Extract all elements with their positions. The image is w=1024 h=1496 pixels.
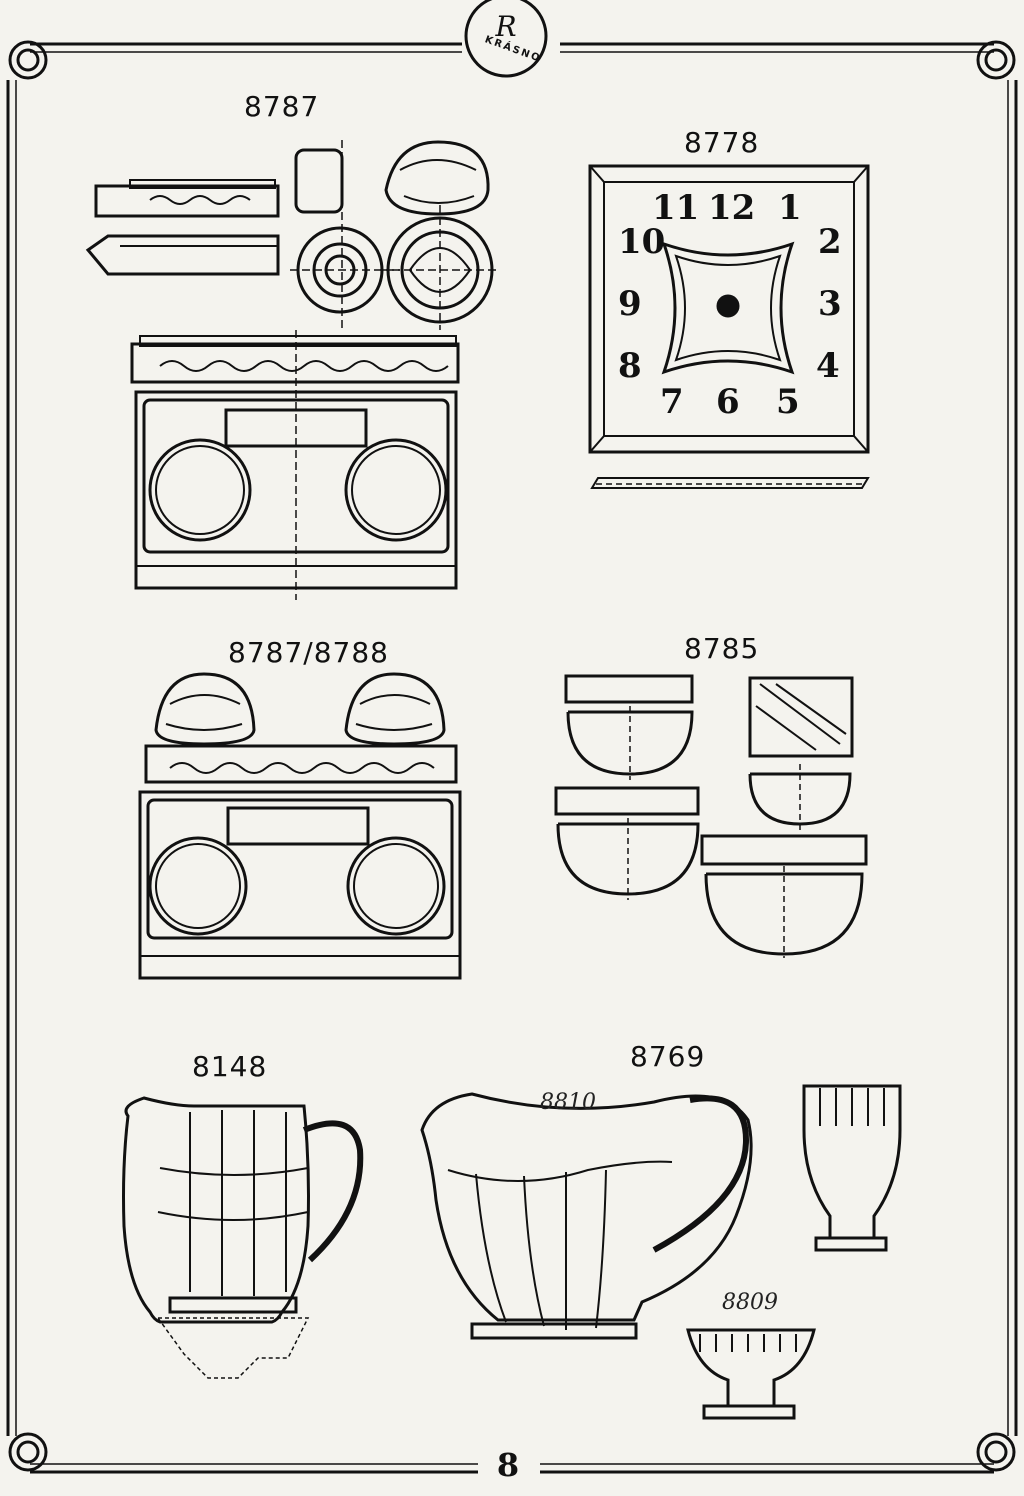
clock-numeral: 1 [778,188,802,228]
page-frame [6,40,1018,1474]
clock-numeral: 7 [660,382,684,422]
item-8778-drawing [588,164,870,489]
item-label-8787-8788: 8787/8788 [228,636,389,669]
item-label-8778: 8778 [684,126,760,159]
page-number: 8 [480,1446,536,1484]
item-label-8785: 8785 [684,632,760,665]
goblet-drawing [802,1084,902,1252]
krasno-logo [464,0,548,78]
bowl-8809-drawing [686,1328,816,1420]
clock-numeral: 8 [618,346,642,386]
clock-numeral: 10 [618,222,666,262]
clock-numeral: 4 [816,346,840,386]
item-8785-drawing [554,674,868,958]
item-8787-drawing [85,140,498,600]
handwritten-note-8810: 8810 [540,1090,596,1115]
item-8787-8788-drawing [138,672,462,980]
handwritten-note-8809: 8809 [722,1290,778,1315]
item-8148-drawing [122,1096,364,1379]
item-label-8787: 8787 [244,90,320,123]
clock-numeral: 6 [716,382,740,422]
item-label-8148: 8148 [192,1050,268,1083]
item-8769-drawing [420,1092,753,1340]
clock-numeral: 5 [776,382,800,422]
clock-numeral: 12 [708,188,756,228]
clock-numeral: 11 [652,188,700,228]
clock-numeral: 2 [818,222,842,262]
clock-numeral: 3 [818,284,842,324]
item-label-8769: 8769 [630,1040,706,1073]
logo-mark: R [495,10,517,43]
clock-numeral: 9 [618,284,642,324]
